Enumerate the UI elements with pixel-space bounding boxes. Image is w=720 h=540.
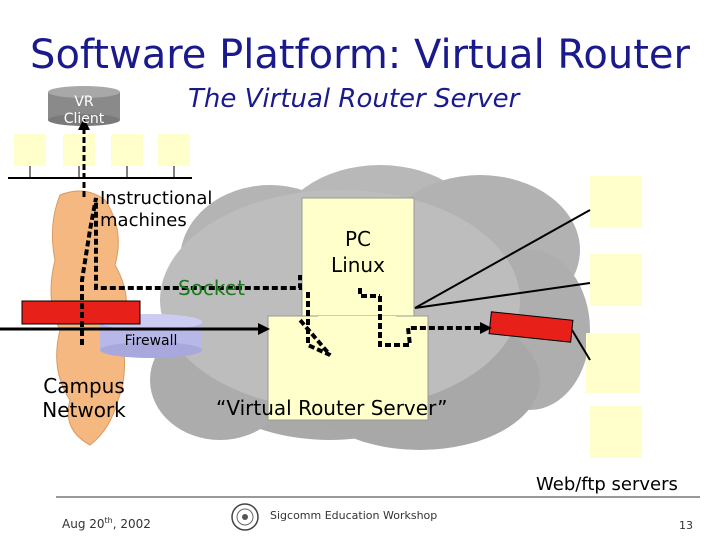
pc-line2: Linux [331, 253, 385, 277]
instructional-line1: Instructional [100, 188, 213, 209]
footer-date: Aug 20th, 2002 [62, 516, 151, 531]
pc-linux-label: PC Linux [302, 226, 414, 278]
slide-title: Software Platform: Virtual Router [30, 32, 690, 78]
pc-linux-box [267, 197, 429, 421]
web-ftp-label: Web/ftp servers [536, 474, 678, 495]
instructional-machines-label: Instructional machines [100, 188, 212, 232]
web-ftp-servers [586, 176, 642, 458]
footer-venue: Sigcomm Education Workshop [270, 509, 438, 522]
vr-client-line2: Client [63, 111, 105, 127]
firewall-label: Firewall [124, 333, 178, 349]
instructional-machine-2 [63, 134, 95, 166]
socket-label: Socket [178, 276, 245, 300]
client-arrow-head [78, 118, 90, 130]
vr-client-line1: VR [74, 94, 94, 110]
vr-client-drum [48, 86, 120, 126]
vr-client-label: VR Client [48, 94, 120, 128]
vr-server-label: “Virtual Router Server” [216, 396, 448, 420]
university-seal-icon [231, 503, 259, 531]
instructional-machine-4 [158, 134, 190, 166]
instructional-machine-3 [111, 134, 143, 166]
campus-network-label: Campus Network [28, 374, 140, 422]
campus-line1: Campus [43, 374, 125, 398]
slide-subtitle: The Virtual Router Server [188, 84, 520, 114]
server-links [414, 209, 591, 361]
campus-line2: Network [42, 398, 126, 422]
pc-line1: PC [344, 227, 372, 251]
instructional-lan [8, 134, 192, 179]
instructional-machine-1 [14, 134, 46, 166]
socket-path [80, 197, 480, 357]
campus-backbone [0, 323, 270, 335]
page-number: 13 [679, 519, 693, 532]
instructional-line2: machines [100, 210, 187, 231]
socket-arrow-head [480, 322, 492, 334]
